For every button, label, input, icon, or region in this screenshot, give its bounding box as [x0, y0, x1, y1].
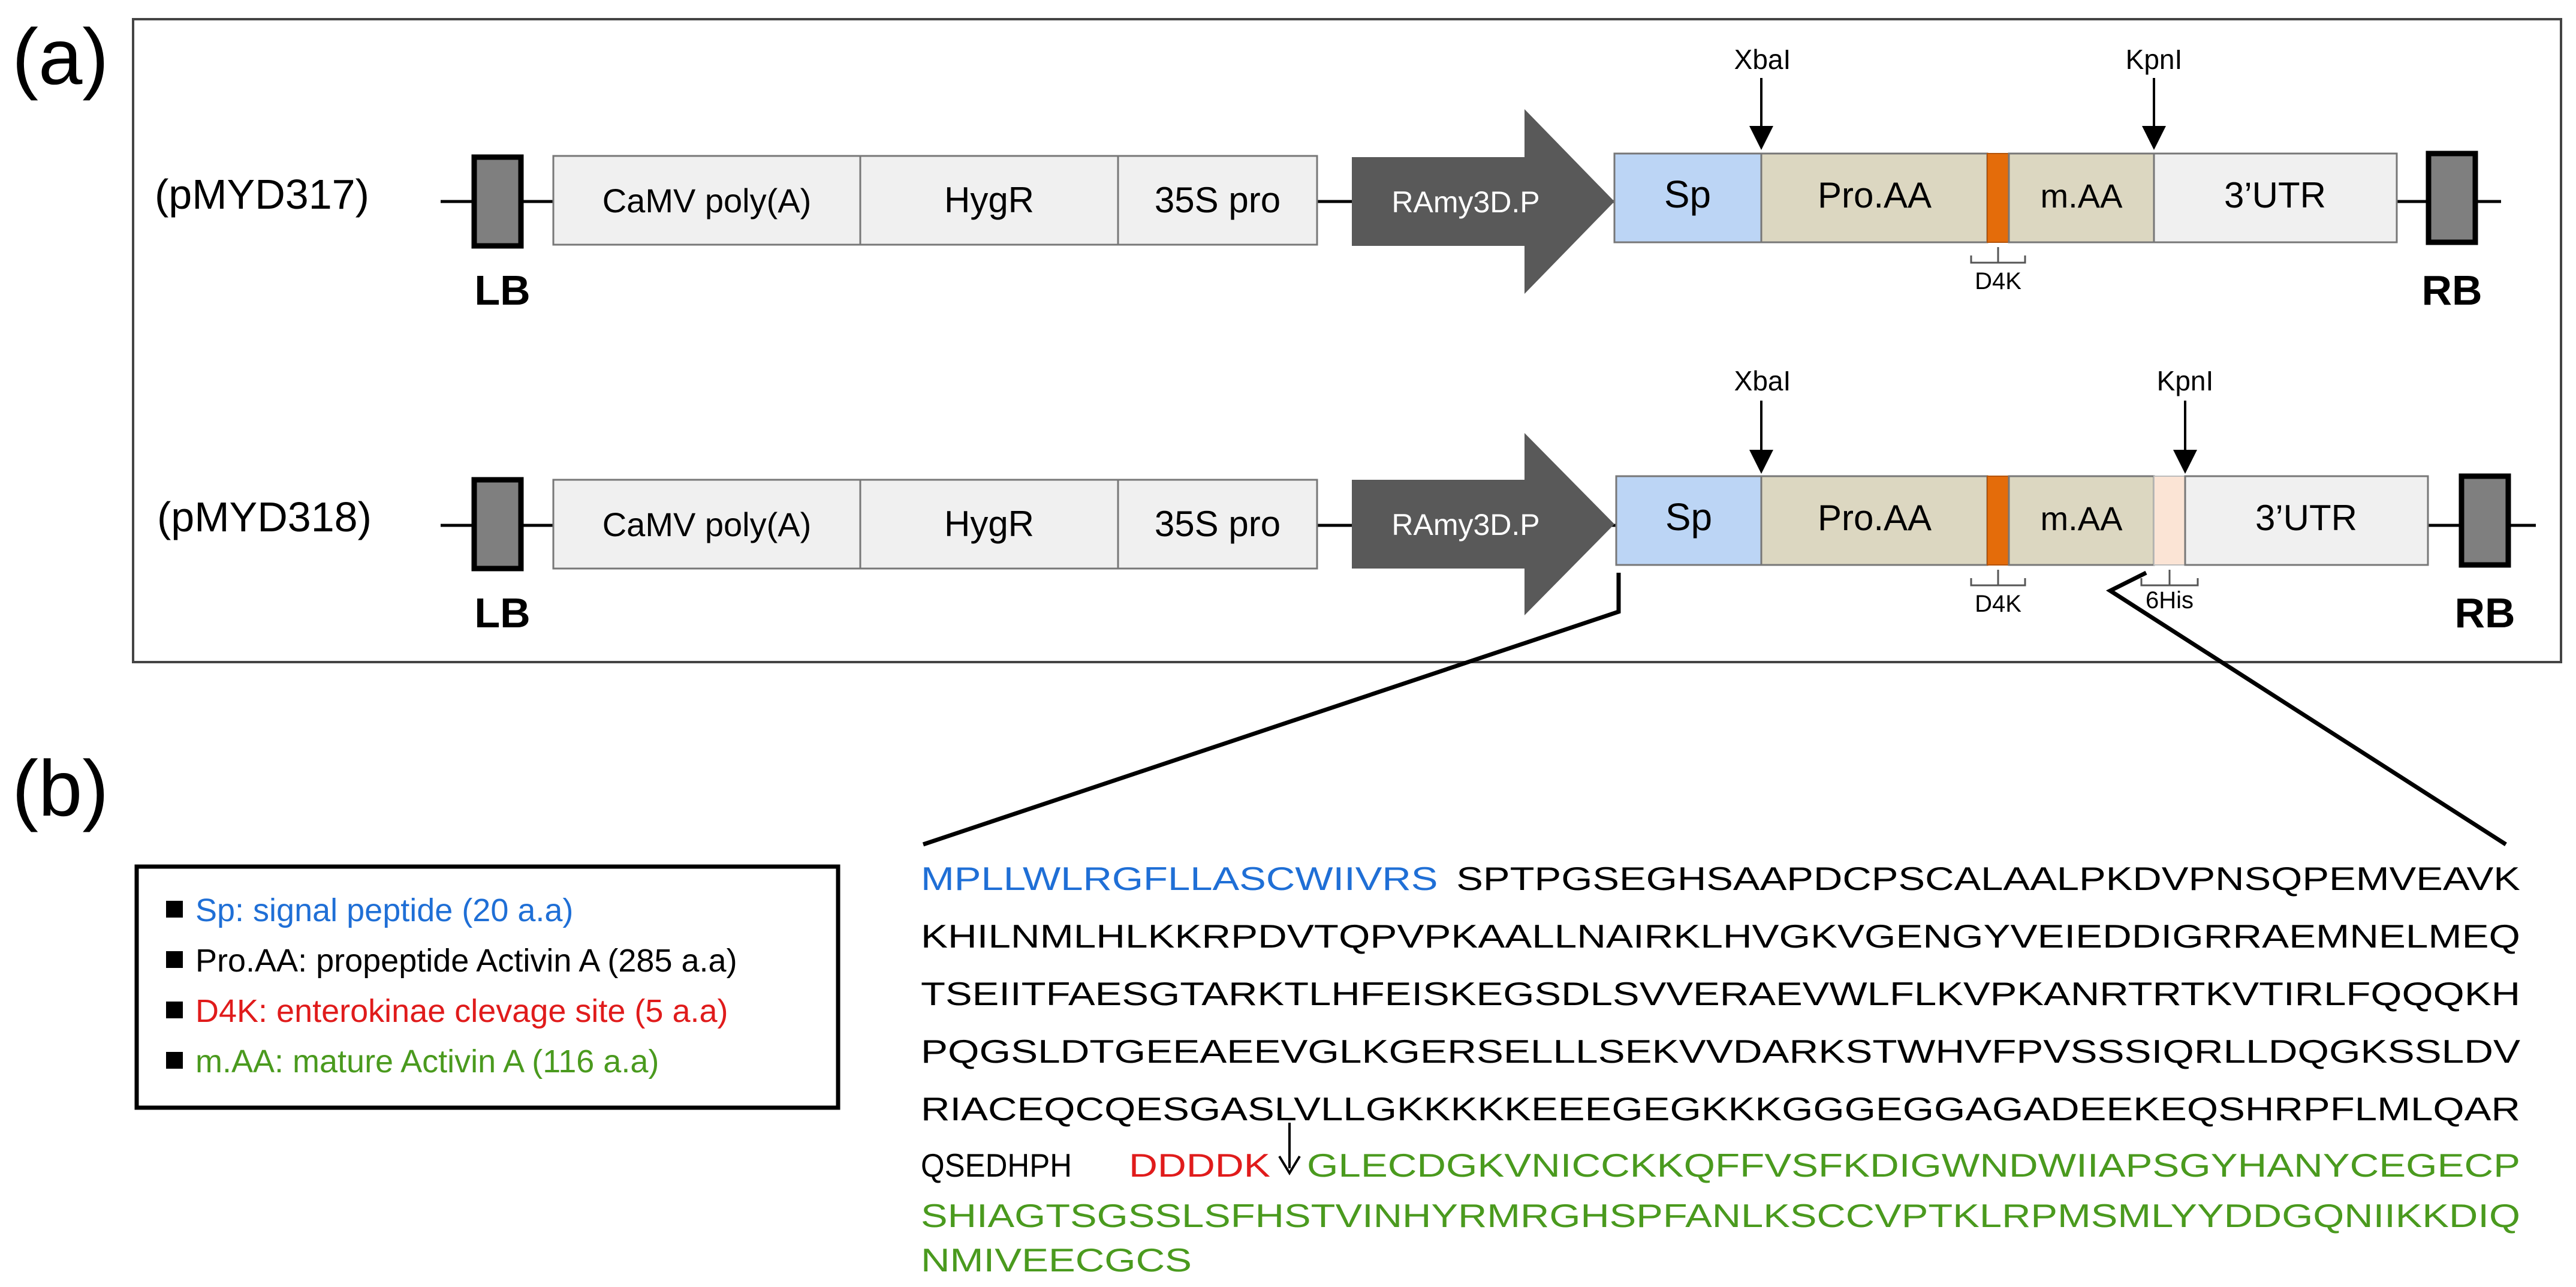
his-bracket — [2140, 570, 2199, 587]
construct-pmyd317: (pMYD317) LB CaMV poly(A) HygR 35S pro R… — [155, 44, 2501, 314]
sp-label: Sp — [1664, 173, 1711, 216]
sequence-line-6-pro: QSEDHPH — [921, 1147, 1072, 1184]
left-border-label: LB — [474, 590, 530, 636]
d4k-label: D4K — [1975, 268, 2021, 294]
sequence-line-1: MPLLWLRGFLLASCWIIVRS SPTPGSEGHSAAPDCPSCA… — [921, 860, 2520, 897]
segment-label: 35S pro — [1155, 180, 1281, 220]
left-border-block — [471, 477, 524, 572]
panel-a-frame — [132, 18, 2562, 663]
sequence-line-8: NMIVEECGCS — [921, 1241, 1192, 1279]
zoom-line-left — [922, 573, 1621, 847]
d4k-site-box — [1987, 476, 2009, 566]
right-border-block — [2426, 151, 2478, 245]
segment-hygr — [859, 479, 1119, 570]
legend-item-pro: Pro.AA: propeptide Activin A (285 a.a) — [195, 943, 737, 979]
segment-label: CaMV poly(A) — [602, 506, 812, 543]
xbai-arrow-icon — [1749, 126, 1773, 150]
ramy3d-promoter-arrow — [1352, 109, 1614, 294]
sequence-line-5: RIACEQCQESGASLVLLGKKKKKEEEGEGKKKGGGEGGAG… — [921, 1090, 2520, 1127]
segment-label: HygR — [944, 180, 1034, 220]
legend-frame — [134, 864, 840, 1110]
xbai-label: XbaI — [1734, 365, 1791, 396]
segment-35s-promoter — [1117, 155, 1318, 246]
promoter-label: RAmy3D.P — [1391, 508, 1539, 542]
legend-bullet-icon — [166, 901, 183, 918]
utr-box — [2184, 475, 2429, 566]
propeptide-sequence: SPTPGSEGHSAAPDCPSCALAALPKDVPNSQPEMVEAVK — [1456, 860, 2520, 897]
signal-peptide-box — [1613, 152, 1762, 243]
signal-peptide-box — [1615, 475, 1762, 566]
his-tag-box — [2153, 476, 2186, 566]
panel-b-label: (b) — [12, 744, 109, 832]
ramy3d-promoter-arrow — [1352, 433, 1614, 615]
d4k-bracket — [1970, 247, 2026, 264]
right-border-label: RB — [2454, 590, 2515, 636]
segment-camv-polya — [552, 479, 861, 570]
d4k-site-box — [1987, 153, 2009, 243]
xbai-arrow-icon — [1749, 450, 1773, 474]
legend: Sp: signal peptide (20 a.a) Pro.AA: prop… — [134, 864, 840, 1110]
maa-label: m.AA — [2041, 500, 2123, 537]
d4k-bracket — [1970, 570, 2026, 587]
segment-camv-polya — [552, 155, 861, 246]
amino-acid-sequence: MPLLWLRGFLLASCWIIVRS SPTPGSEGHSAAPDCPSCA… — [921, 860, 2520, 1279]
utr-box — [2153, 152, 2398, 243]
sequence-line-2: KHILNMLHLKKRPDVTQPVPKAALLNAIRKLHVGKVGENG… — [921, 918, 2520, 955]
kpni-label: KpnI — [2126, 44, 2183, 75]
sequence-line-6-mature: GLECDGKVNICCKKQFFVSFKDIGWNDWIIAPSGYHANYC… — [1307, 1147, 2520, 1184]
construct-pmyd318: (pMYD318) LB CaMV poly(A) HygR 35S pro R… — [157, 365, 2536, 636]
legend-item-d4k: D4K: enterokinae clevage site (5 a.a) — [195, 993, 728, 1029]
cleavage-arrow-icon — [1278, 1155, 1301, 1175]
sequence-line-6-d4k: DDDDK — [1129, 1147, 1270, 1184]
panel-a-label: (a) — [12, 13, 109, 101]
legend-bullet-icon — [166, 1002, 183, 1018]
construct-name: (pMYD318) — [157, 494, 372, 540]
propeptide-box — [1760, 475, 1989, 566]
segment-label: HygR — [944, 504, 1034, 544]
promoter-label: RAmy3D.P — [1391, 185, 1539, 219]
propeptide-box — [1760, 152, 1989, 243]
maa-label: m.AA — [2041, 177, 2123, 215]
sequence-line-4: PQGSLDTGEEAEEVGLKGERSELLLSEKVVDARKSTWHVF… — [921, 1033, 2520, 1070]
kpni-arrow-icon — [2173, 450, 2197, 474]
right-border-block — [2459, 473, 2511, 568]
his-label: 6His — [2146, 587, 2194, 614]
left-border-label: LB — [474, 267, 530, 314]
kpni-arrow-icon — [2142, 126, 2166, 150]
legend-item-maa: m.AA: mature Activin A (116 a.a) — [195, 1044, 659, 1079]
sequence-line-7: SHIAGTSGSSLSFHSTVINHYRMRGHSPFANLKSCCVPTK… — [921, 1197, 2520, 1234]
sequence-line-3: TSEIITFAESGTARKTLHFEISKEGSDLSVVERAEVWLFL… — [921, 975, 2520, 1012]
legend-item-sp: Sp: signal peptide (20 a.a) — [195, 892, 573, 928]
utr-label: 3’UTR — [2255, 498, 2357, 538]
right-border-label: RB — [2421, 267, 2482, 314]
pro-label: Pro.AA — [1818, 175, 1932, 215]
segment-label: 35S pro — [1155, 504, 1281, 544]
left-border-block — [471, 154, 524, 249]
construct-name: (pMYD317) — [155, 171, 369, 218]
mature-activin-box — [2008, 152, 2155, 243]
segment-35s-promoter — [1117, 479, 1318, 570]
kpni-label: KpnI — [2157, 365, 2214, 396]
sp-label: Sp — [1665, 495, 1712, 539]
legend-bullet-icon — [166, 951, 183, 968]
mature-activin-box — [2008, 475, 2155, 566]
utr-label: 3’UTR — [2224, 175, 2326, 215]
pro-label: Pro.AA — [1818, 498, 1932, 538]
signal-peptide-sequence: MPLLWLRGFLLASCWIIVRS — [921, 860, 1438, 897]
zoom-line-right — [2105, 570, 2507, 846]
legend-bullet-icon — [166, 1052, 183, 1069]
xbai-label: XbaI — [1734, 44, 1791, 75]
d4k-label: D4K — [1975, 591, 2021, 617]
segment-label: CaMV poly(A) — [602, 182, 812, 219]
